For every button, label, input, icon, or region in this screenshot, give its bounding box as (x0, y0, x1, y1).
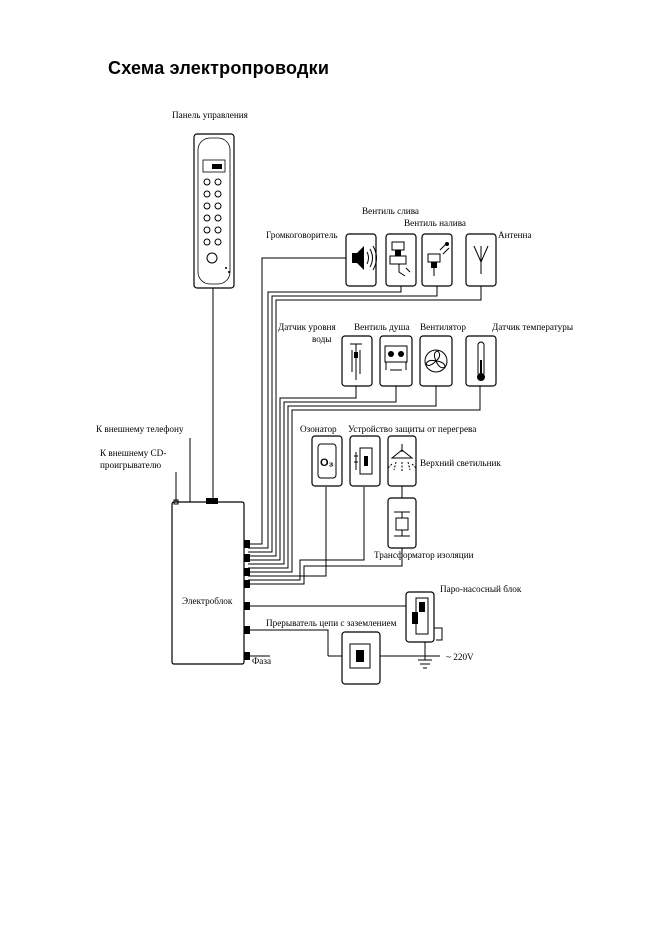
label-fan: Вентилятор (420, 322, 466, 332)
overheat-icon (349, 435, 381, 487)
label-ext-phone: К внешнему телефону (96, 424, 184, 434)
label-overheat: Устройство защиты от перегрева (348, 424, 476, 434)
label-valve-drain: Вентиль слива (362, 206, 419, 216)
transformer-icon (387, 497, 417, 549)
label-power-unit: Электроблок (182, 596, 233, 606)
control-panel-icon (193, 133, 235, 289)
ground-icon (418, 659, 432, 669)
label-breaker: Прерыватель цепи с заземлением (266, 618, 397, 628)
pump-icon (405, 591, 443, 643)
wire-fill-valve (248, 286, 438, 553)
drain-valve-icon (385, 233, 417, 287)
label-shower-valve: Вентиль душа (354, 322, 410, 332)
label-control-panel: Панель управления (172, 110, 249, 120)
label-phase: Фаза (252, 656, 271, 666)
label-transformer: Трансформатор изоляции (374, 550, 474, 560)
antenna-icon (465, 233, 497, 287)
wire-water-level (248, 386, 357, 561)
wire-transformer (248, 548, 403, 585)
label-voltage: ~ 220V (446, 652, 474, 662)
wire-speaker (248, 257, 346, 545)
ozonator-icon: O₃ (311, 435, 343, 487)
label-top-light: Верхний светильник (420, 458, 501, 468)
page-title: Схема электропроводки (108, 58, 330, 78)
label-water-level-1: Датчик уровня (278, 322, 336, 332)
fan-icon (419, 335, 453, 387)
water-level-icon (341, 335, 373, 387)
fill-valve-icon (421, 233, 453, 287)
lamp-icon (387, 435, 417, 487)
thermometer-icon (465, 335, 497, 387)
label-cd-1: К внешнему CD- (100, 448, 166, 458)
label-pump: Паро-насосный блок (440, 584, 522, 594)
label-cd-2: проигрывателю (100, 460, 161, 470)
wire-shower-valve (248, 386, 397, 565)
label-speaker: Громкоговоритель (266, 230, 338, 240)
wires (175, 257, 482, 660)
breaker-icon (341, 631, 381, 685)
wire-ozonator (248, 487, 327, 577)
label-water-level-2: воды (312, 334, 331, 344)
ozone-symbol: O₃ (320, 457, 334, 469)
label-ozonator: Озонатор (300, 424, 337, 434)
shower-valve-icon (379, 335, 413, 387)
label-temp-sensor: Датчик температуры (492, 322, 573, 332)
label-antenna: Антенна (498, 230, 532, 240)
label-valve-fill: Вентиль налива (404, 218, 466, 228)
wire-drain-valve (248, 286, 402, 549)
wire-fan (248, 386, 437, 569)
wire-antenna (248, 286, 482, 557)
wire-overheat (248, 487, 365, 581)
wire-temp-sensor (248, 386, 481, 573)
power-unit-box (171, 498, 250, 665)
wire-breaker-in (248, 629, 329, 656)
speaker-icon (345, 233, 377, 287)
